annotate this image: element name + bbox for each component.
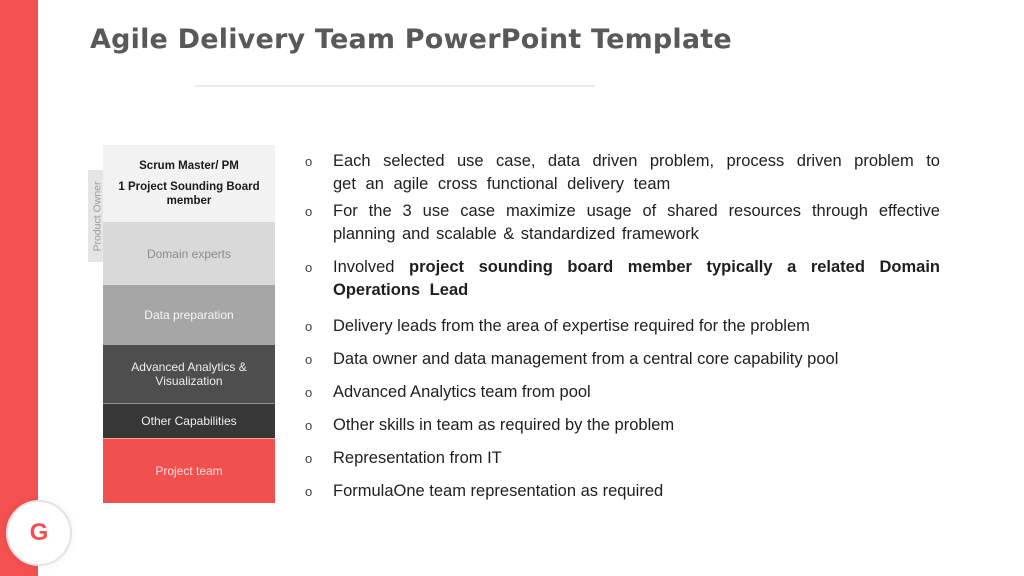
- bullet-marker-icon: o: [305, 484, 313, 499]
- logo-letter: G: [29, 519, 49, 546]
- bullet-text: Delivery leads from the area of expertis…: [333, 317, 810, 335]
- bullet-marker-icon: o: [305, 352, 313, 367]
- list-item: o FormulaOne team representation as requ…: [305, 480, 940, 503]
- bullet-text: Each selected use case, data driven prob…: [333, 152, 940, 193]
- stack-box-title: Scrum Master/ PM: [139, 160, 239, 172]
- bullet-text: Involved project sounding board member t…: [333, 258, 940, 299]
- bullet-marker-icon: o: [305, 260, 313, 275]
- bullet-marker-icon: o: [305, 154, 313, 169]
- bullet-marker-icon: o: [305, 451, 313, 466]
- stack-box-domain-experts: Domain experts: [103, 222, 275, 285]
- bullet-marker-icon: o: [305, 319, 313, 334]
- stack-box-scrum-master: Scrum Master/ PM 1 Project Sounding Boar…: [103, 145, 275, 222]
- bullet-text: Advanced Analytics team from pool: [333, 383, 591, 401]
- bullet-text: For the 3 use case maximize usage of sha…: [333, 202, 940, 243]
- stack-box-subtitle: 1 Project Sounding Board member: [118, 181, 260, 207]
- list-item: o For the 3 use case maximize usage of s…: [305, 200, 940, 246]
- title-divider: [195, 85, 595, 87]
- list-item: o Other skills in team as required by th…: [305, 414, 940, 437]
- list-item: o Delivery leads from the area of expert…: [305, 315, 940, 338]
- bullet-text: FormulaOne team representation as requir…: [333, 482, 664, 500]
- bullet-marker-icon: o: [305, 204, 313, 219]
- stack-box-other-capabilities: Other Capabilities: [103, 403, 275, 438]
- product-owner-side-label: Product Owner: [88, 170, 107, 262]
- list-item: o Advanced Analytics team from pool: [305, 381, 940, 404]
- bullet-text: Representation from IT: [333, 449, 502, 467]
- team-stack-diagram: Scrum Master/ PM 1 Project Sounding Boar…: [103, 145, 275, 503]
- stack-box-project-team: Project team: [103, 438, 275, 503]
- stack-box-data-preparation: Data preparation: [103, 285, 275, 345]
- stack-box-advanced-analytics: Advanced Analytics & Visualization: [103, 345, 275, 403]
- bullet-marker-icon: o: [305, 418, 313, 433]
- list-item: o Involved project sounding board member…: [305, 256, 940, 302]
- bullet-text: Other skills in team as required by the …: [333, 416, 675, 434]
- page-title: Agile Delivery Team PowerPoint Template: [90, 24, 732, 55]
- list-item: o Representation from IT: [305, 447, 940, 470]
- list-item: o Data owner and data management from a …: [305, 348, 940, 371]
- logo-badge: G: [6, 500, 72, 566]
- left-accent-bar: [0, 0, 38, 576]
- bullet-marker-icon: o: [305, 385, 313, 400]
- bullet-text: Data owner and data management from a ce…: [333, 350, 839, 368]
- list-item: o Each selected use case, data driven pr…: [305, 150, 940, 196]
- bullet-list: o Each selected use case, data driven pr…: [305, 150, 940, 503]
